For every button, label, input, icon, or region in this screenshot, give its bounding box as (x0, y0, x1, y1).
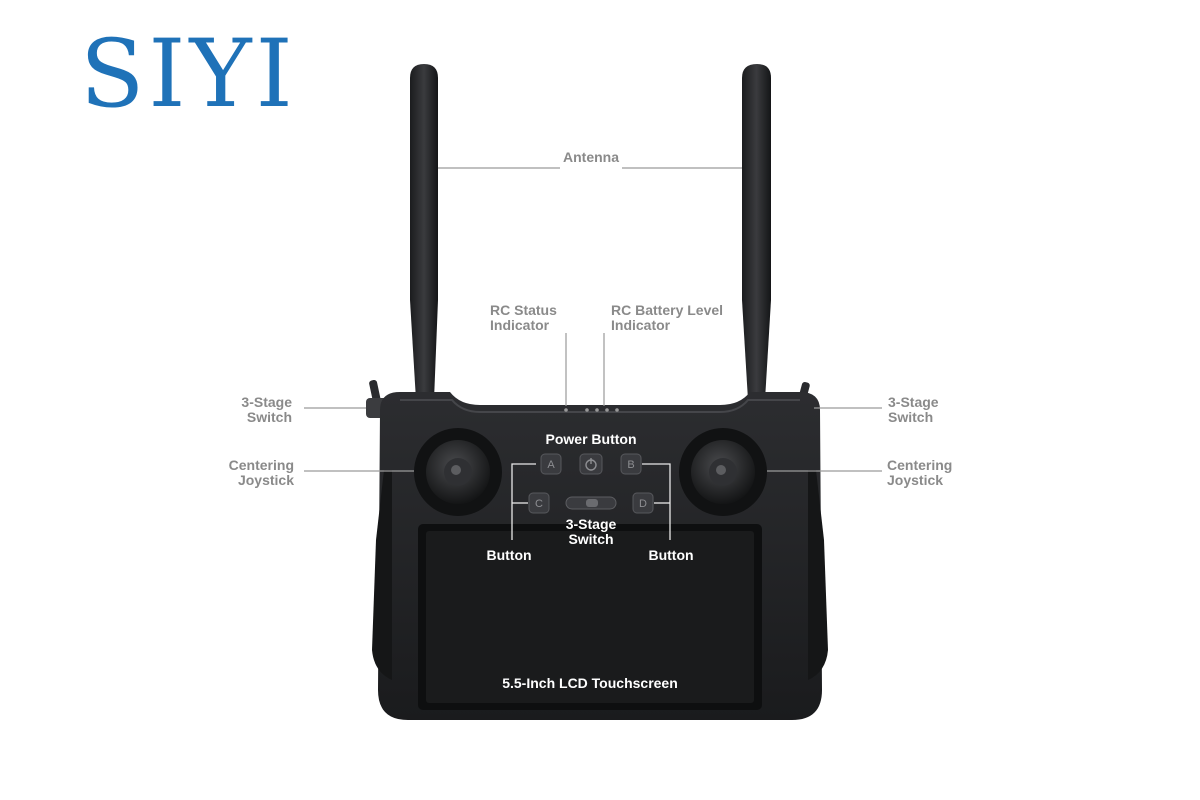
label-button-right: Button (640, 548, 702, 563)
svg-text:A: A (547, 459, 555, 471)
button-d: D (633, 493, 653, 513)
label-lcd-touchscreen: 5.5-Inch LCD Touchscreen (440, 676, 740, 691)
svg-text:D: D (639, 498, 647, 510)
label-antenna: Antenna (545, 150, 637, 165)
button-c: C (529, 493, 549, 513)
svg-text:C: C (535, 498, 543, 510)
button-b: B (621, 454, 641, 474)
label-right-3-stage-switch: 3-Stage Switch (888, 395, 939, 425)
antenna-left (410, 64, 438, 400)
svg-text:B: B (627, 459, 634, 471)
label-center-3-stage-switch: 3-Stage Switch (545, 517, 637, 547)
power-button (580, 454, 602, 474)
label-rc-status-indicator: RC Status Indicator (490, 303, 557, 333)
antenna-right (742, 64, 771, 400)
label-rc-battery-indicator: RC Battery Level Indicator (611, 303, 723, 333)
label-left-3-stage-switch: 3-Stage Switch (200, 395, 292, 425)
label-button-left: Button (478, 548, 540, 563)
right-centering-joystick (679, 428, 767, 516)
left-centering-joystick (414, 428, 502, 516)
rc-status-indicator-led (564, 408, 568, 412)
label-left-centering-joystick: Centering Joystick (194, 458, 294, 488)
button-a: A (541, 454, 561, 474)
label-right-centering-joystick: Centering Joystick (887, 458, 952, 488)
center-3-stage-switch (566, 497, 616, 509)
label-power-button: Power Button (530, 432, 652, 447)
